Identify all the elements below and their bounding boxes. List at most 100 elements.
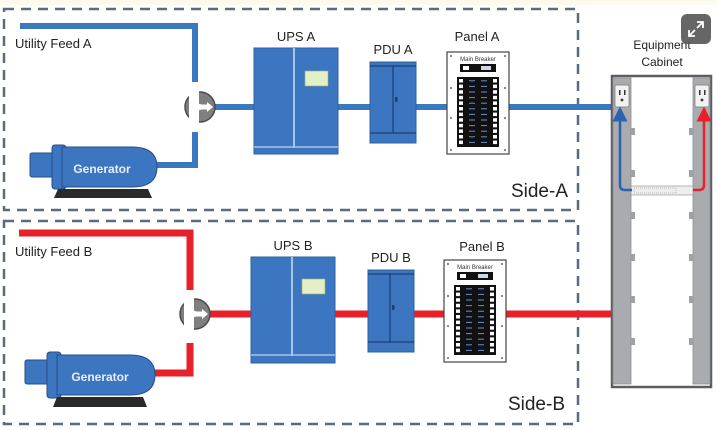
breaker-switch xyxy=(493,95,497,100)
breaker-switch xyxy=(490,348,494,353)
generator-b-line xyxy=(155,343,194,377)
breaker-switch xyxy=(493,112,497,117)
breaker-switch xyxy=(456,287,460,291)
breaker-switch xyxy=(456,298,460,302)
outlet-left xyxy=(614,84,630,108)
breaker-bank xyxy=(454,285,496,355)
cabinet-label-line2: Cabinet xyxy=(641,55,683,69)
breaker-switch xyxy=(456,337,460,341)
breaker-switch xyxy=(456,315,460,319)
expand-arrows-icon xyxy=(688,21,704,37)
breaker-switch xyxy=(456,348,460,353)
panel-screw xyxy=(504,87,506,89)
rail-tab xyxy=(689,128,693,135)
breaker-switch xyxy=(490,343,494,347)
side-b-zone-label: Side-B xyxy=(508,394,565,415)
main-breaker-arrow xyxy=(478,274,488,278)
transfer-switch-a xyxy=(184,82,216,132)
rail-tab xyxy=(631,170,635,177)
breaker-switch xyxy=(490,320,494,325)
breaker-switch xyxy=(459,118,463,122)
breaker-switch xyxy=(456,343,460,347)
breaker-switch xyxy=(490,292,494,297)
breaker-switch xyxy=(493,118,497,122)
breaker-switch xyxy=(490,337,494,341)
main-breaker-label: Main Breaker xyxy=(460,57,496,63)
breaker-switch xyxy=(456,331,460,336)
breaker-bank xyxy=(457,77,499,147)
panel-screw xyxy=(501,325,503,327)
breaker-switch xyxy=(459,140,463,145)
side-b-dashed-border xyxy=(2,219,580,426)
breaker-switch xyxy=(493,123,497,128)
breaker-switch xyxy=(456,309,460,313)
panel-screw xyxy=(501,357,503,359)
generator-a-line xyxy=(155,132,198,168)
breaker-switch xyxy=(490,331,494,336)
breaker-switch xyxy=(459,84,463,89)
pdu-b-label: PDU B xyxy=(371,250,411,265)
rail-tab xyxy=(689,170,693,177)
breaker-switch xyxy=(493,90,497,94)
generator-b xyxy=(24,351,156,407)
side-b-zone: Generator Utility Feed B UPS B PDU B Mai… xyxy=(2,219,696,426)
generator-a xyxy=(29,144,158,198)
cabinet-left-rail xyxy=(612,77,632,385)
breaker-switch xyxy=(490,315,494,319)
main-breaker xyxy=(460,64,496,72)
main-breaker-switch xyxy=(463,66,469,70)
breaker-switch xyxy=(493,135,497,139)
panel-screw xyxy=(504,149,506,151)
side-a-zone-label: Side-A xyxy=(511,181,568,202)
rail-tab xyxy=(689,254,693,261)
breaker-switch xyxy=(459,123,463,128)
breaker-switch xyxy=(493,84,497,89)
panel-screw xyxy=(501,295,503,297)
cabinet-label-line1: Equipment xyxy=(633,38,691,52)
breaker-switch xyxy=(490,303,494,308)
main-breaker-switch xyxy=(460,274,466,278)
breaker-switch xyxy=(490,309,494,313)
breaker-switch xyxy=(459,107,463,111)
breaker-switch xyxy=(456,303,460,308)
breaker-switch xyxy=(493,129,497,133)
breaker-switch xyxy=(490,287,494,291)
top-strip xyxy=(0,0,717,5)
breaker-switch xyxy=(456,326,460,330)
rail-tab xyxy=(689,338,693,345)
panel-screw xyxy=(504,55,506,57)
breaker-switch xyxy=(493,107,497,111)
equipment-cabinet xyxy=(610,74,713,389)
ups-b-label: UPS B xyxy=(273,238,312,253)
breaker-switch xyxy=(493,79,497,83)
panel-a-label: Panel A xyxy=(455,29,500,44)
ups-a-label: UPS A xyxy=(277,29,316,44)
rail-tab xyxy=(631,254,635,261)
breaker-switch xyxy=(456,320,460,325)
panel-screw xyxy=(450,149,452,151)
main-breaker-label: Main Breaker xyxy=(457,265,493,271)
panel-screw xyxy=(501,263,503,265)
main-breaker xyxy=(457,272,493,280)
panel-screw xyxy=(447,263,449,265)
power-cord-a xyxy=(612,106,632,192)
breaker-switch xyxy=(490,326,494,330)
rail-tab xyxy=(631,338,635,345)
breaker-switch xyxy=(459,79,463,83)
panel-screw xyxy=(450,117,452,119)
expand-button[interactable] xyxy=(681,14,711,44)
panel-screw xyxy=(504,117,506,119)
breaker-switch xyxy=(493,140,497,145)
rail-tab xyxy=(631,128,635,135)
utility-feed-b-line xyxy=(19,229,194,290)
cabinet-right-rail xyxy=(692,77,711,385)
ups-b xyxy=(250,256,336,364)
server-unit xyxy=(630,185,694,196)
breaker-switch xyxy=(459,135,463,139)
panel-b: Main Breaker xyxy=(443,259,507,363)
generator-a-label: Generator xyxy=(73,162,131,176)
rail-tab xyxy=(689,212,693,219)
utility-feed-a-line xyxy=(20,23,198,82)
panel-screw xyxy=(447,295,449,297)
panel-screw xyxy=(450,55,452,57)
